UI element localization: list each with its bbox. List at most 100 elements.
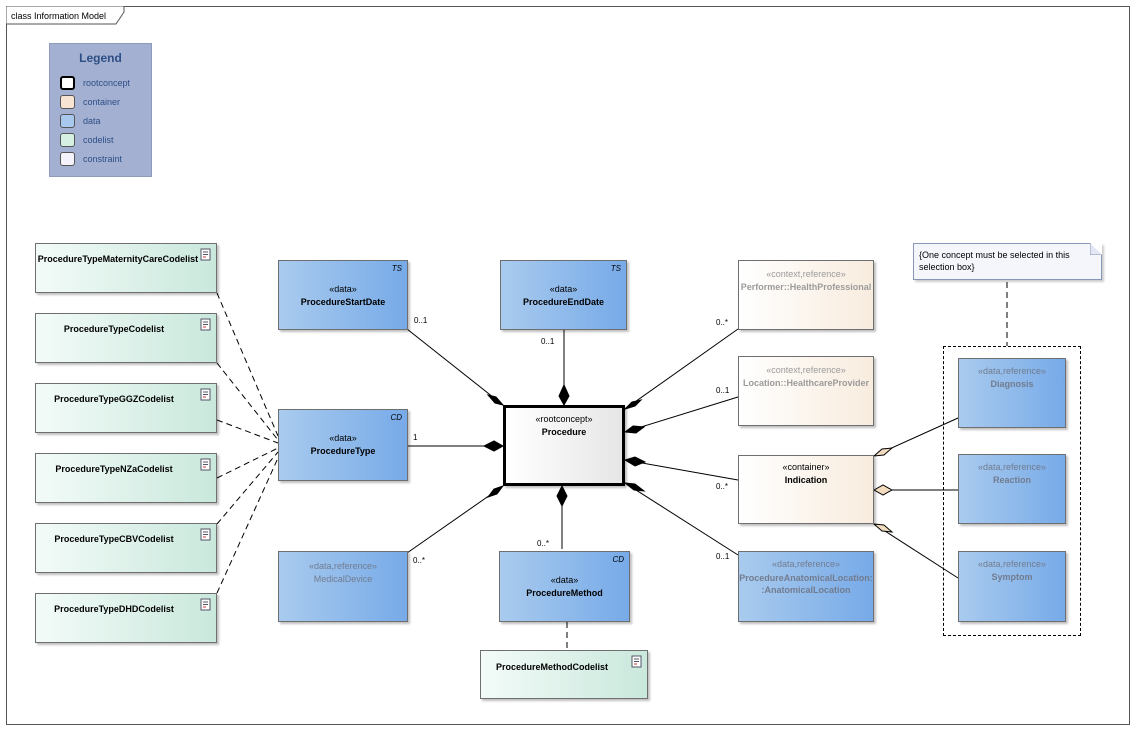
stereotype: «data» <box>549 284 578 294</box>
stereotype: «data» <box>329 433 357 443</box>
link-maternity-codelist <box>216 292 279 437</box>
codelist-procedure-type[interactable]: ProcedureTypeCodelist <box>35 313 217 363</box>
stereotype: «context,reference» <box>766 365 846 375</box>
constraint-note[interactable]: {One concept must be selected in this se… <box>913 243 1102 280</box>
class-medical-device[interactable]: «data,reference» MedicalDevice <box>278 551 408 622</box>
legend-swatch <box>60 133 75 147</box>
assoc-medical-device <box>406 485 504 554</box>
composition-diamonds <box>482 383 647 508</box>
diamond-start-date <box>486 394 505 406</box>
note-text: {One concept must be selected in this se… <box>919 250 1070 272</box>
class-symptom[interactable]: «data,reference» Symptom <box>958 551 1066 622</box>
diamond-procedure-method <box>556 484 568 508</box>
diamond-reaction <box>872 484 894 496</box>
assoc-anatomical-location <box>624 482 739 556</box>
legend: Legend rootconcept container data codeli… <box>49 43 152 177</box>
selection-box <box>943 346 1081 636</box>
codelist-icon <box>200 528 211 541</box>
diamond-medical-device <box>486 485 505 498</box>
legend-swatch <box>60 152 75 166</box>
multiplicity-performer: 0..* <box>716 318 729 327</box>
diamond-indication <box>623 456 647 467</box>
link-dhd-codelist <box>216 457 279 594</box>
stereotype: «container» <box>782 462 830 472</box>
codelist-icon <box>200 318 211 331</box>
codelist-name: ProcedureTypeGGZCodelist <box>54 394 174 404</box>
frame-tab <box>6 6 125 25</box>
stereotype: «data,reference» <box>308 561 378 571</box>
assoc-indication <box>624 459 739 481</box>
legend-title: Legend <box>79 51 122 65</box>
link-nza-codelist <box>216 447 279 479</box>
class-procedure-start-date[interactable]: TS «data» ProcedureStartDate <box>278 260 408 330</box>
legend-label: data <box>83 116 101 126</box>
codelist-procedure-method[interactable]: ProcedureMethodCodelist <box>480 650 648 699</box>
codelist-links <box>216 282 1008 650</box>
class-indication[interactable]: «container» Indication <box>738 455 874 524</box>
class-procedure-method[interactable]: CD «data» ProcedureMethod <box>499 551 630 622</box>
stereotype: «context,reference» <box>766 269 846 279</box>
stereotype: «rootconcept» <box>535 414 593 424</box>
link-ggz-codelist <box>216 419 279 444</box>
codelist-icon <box>631 655 642 668</box>
stereotype: «data,reference» <box>977 462 1047 472</box>
codelist-icon <box>200 388 211 401</box>
datatype-tag: CD <box>390 413 402 422</box>
codelist-procedure-type-ggz[interactable]: ProcedureTypeGGZCodelist <box>35 383 217 433</box>
class-reaction[interactable]: «data,reference» Reaction <box>958 454 1066 524</box>
legend-swatch <box>60 76 75 90</box>
class-procedure-rootconcept[interactable]: «rootconcept» Procedure <box>503 405 625 486</box>
class-name-line-1: ProcedureAnatomicalLocation: <box>739 573 873 583</box>
codelist-name: ProcedureMethodCodelist <box>495 662 608 672</box>
stereotype: «data,reference» <box>977 559 1047 569</box>
class-name: MedicalDevice <box>313 574 373 584</box>
multiplicity-procedure-method: 0..* <box>537 539 550 548</box>
assoc-location <box>624 396 739 433</box>
legend-label: rootconcept <box>83 78 131 88</box>
stereotype: «data» <box>329 284 357 294</box>
datatype-tag: TS <box>610 264 621 273</box>
class-name: Indication <box>784 475 828 485</box>
diamond-procedure-type <box>482 440 505 452</box>
codelist-procedure-type-maternity-care[interactable]: ProcedureTypeMaternityCareCodelist <box>35 243 217 293</box>
codelist-icon <box>200 458 211 471</box>
codelist-name: ProcedureTypeDHDCodelist <box>54 604 174 614</box>
datatype-tag: TS <box>391 264 402 273</box>
class-procedure-type[interactable]: CD «data» ProcedureType <box>278 409 408 481</box>
diamond-performer <box>624 399 643 410</box>
codelist-name: ProcedureTypeMaternityCareCodelist <box>37 254 199 264</box>
class-name: ProcedureStartDate <box>300 297 386 307</box>
multiplicity-start-date: 0..1 <box>414 316 428 325</box>
class-name: Performer::HealthProfessional <box>740 282 872 292</box>
assoc-start-date <box>406 328 504 406</box>
class-procedure-end-date[interactable]: TS «data» ProcedureEndDate <box>500 260 627 330</box>
link-type-codelist <box>216 362 279 441</box>
diamond-symptom <box>872 523 894 533</box>
class-name: Diagnosis <box>990 379 1034 389</box>
diagram-frame <box>6 6 1130 725</box>
codelist-procedure-type-dhd[interactable]: ProcedureTypeDHDCodelist <box>35 593 217 643</box>
codelist-name: ProcedureTypeCodelist <box>63 324 165 334</box>
codelist-name: ProcedureTypeCBVCodelist <box>54 534 174 544</box>
datatype-tag: CD <box>612 555 624 564</box>
stereotype: «data,reference» <box>771 559 841 569</box>
class-name: Location::HealthcareProvider <box>742 378 870 388</box>
multiplicity-anatomical-location: 0..1 <box>716 552 730 561</box>
class-procedure-anatomical-location[interactable]: «data,reference» ProcedureAnatomicalLoca… <box>738 551 874 622</box>
class-location[interactable]: «context,reference» Location::Healthcare… <box>738 356 874 426</box>
legend-swatch <box>60 95 75 109</box>
note-corner-icon <box>1090 243 1102 255</box>
class-diagnosis[interactable]: «data,reference» Diagnosis <box>958 358 1066 428</box>
frame-title: class Information Model <box>11 11 107 21</box>
codelist-icon <box>200 248 211 261</box>
class-name: Procedure <box>541 427 587 437</box>
stereotype: «data» <box>550 575 579 585</box>
class-performer[interactable]: «context,reference» Performer::HealthPro… <box>738 260 874 330</box>
codelist-procedure-type-cbv[interactable]: ProcedureTypeCBVCodelist <box>35 523 217 573</box>
codelist-name: ProcedureTypeNZaCodelist <box>55 464 173 474</box>
codelist-procedure-type-nza[interactable]: ProcedureTypeNZaCodelist <box>35 453 217 503</box>
class-name: Reaction <box>992 475 1031 485</box>
class-name: ProcedureType <box>310 446 376 456</box>
multiplicity-end-date: 0..1 <box>541 337 555 346</box>
